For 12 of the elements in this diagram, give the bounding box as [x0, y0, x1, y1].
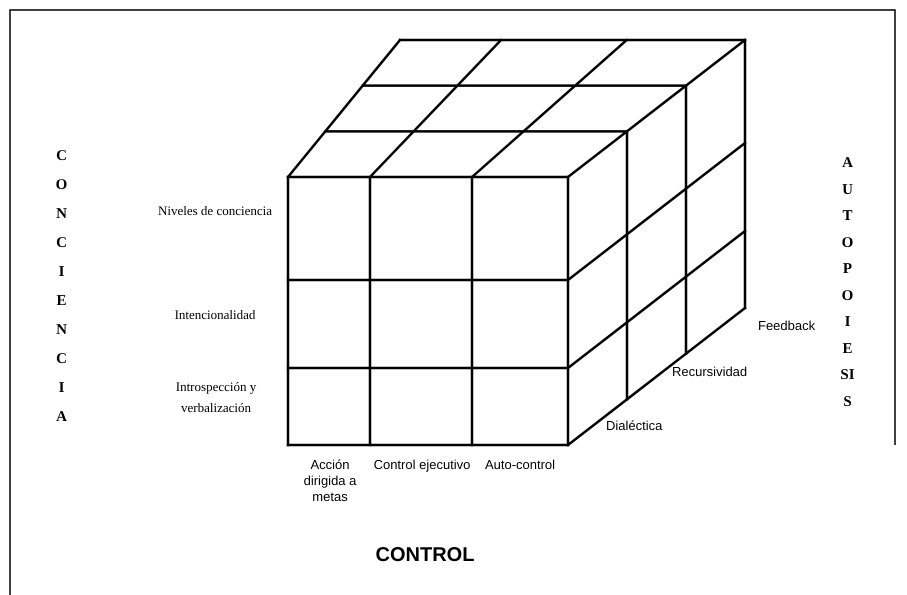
column-label: Acción dirigida a metas — [302, 457, 358, 505]
column-label: Control ejecutivo — [372, 457, 472, 473]
row-label: Niveles de conciencia — [156, 202, 274, 220]
column-label: Auto-control — [484, 457, 556, 473]
axis-title: CONCIENCIA — [54, 147, 68, 427]
row-label: Intencionalidad — [174, 306, 256, 324]
axis-title: CONTROL — [374, 543, 476, 568]
depth-label: Recursividad — [672, 363, 748, 381]
axis-title: AUTOPOIESIS — [840, 154, 855, 412]
depth-label: Feedback — [758, 317, 816, 335]
depth-label: Dialéctica — [606, 417, 662, 435]
row-label: Introspección y verbalización — [174, 378, 258, 417]
